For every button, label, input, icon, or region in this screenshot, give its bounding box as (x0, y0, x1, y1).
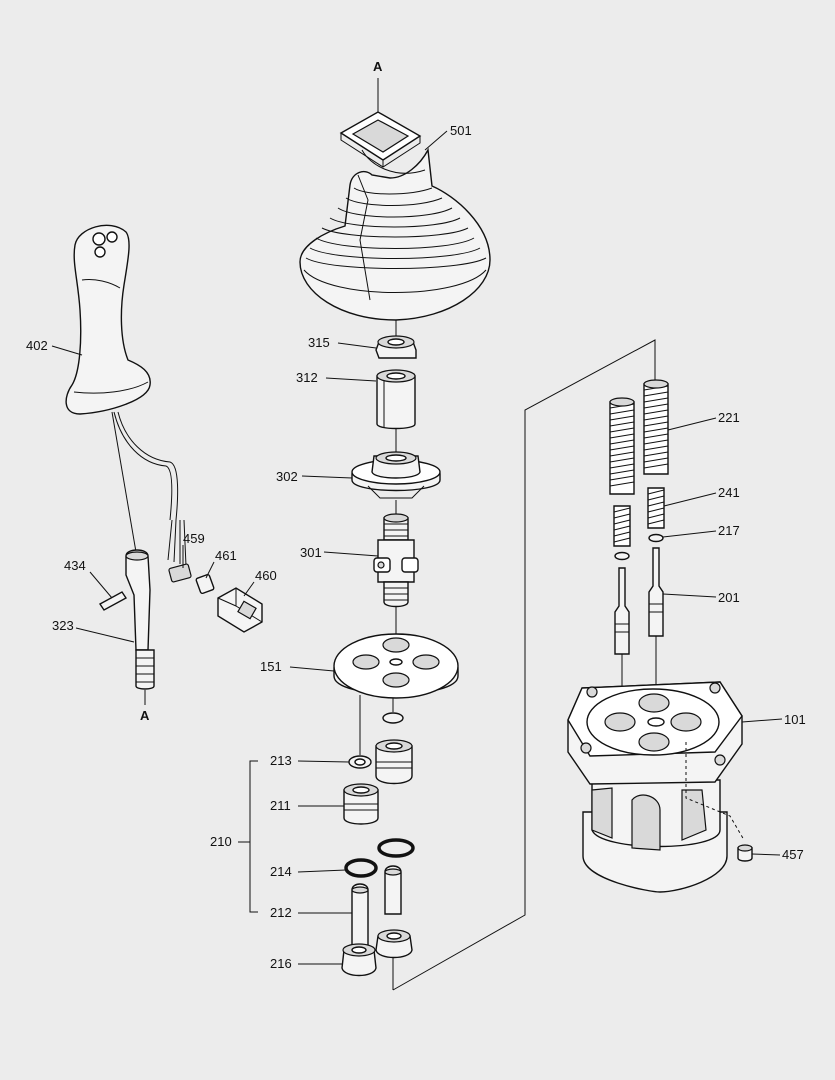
leader-501 (424, 130, 448, 151)
label-501: 501 (450, 123, 472, 138)
leader-302 (301, 475, 353, 479)
sleeve-312 (376, 369, 416, 430)
nut-216 (341, 943, 377, 977)
spool-201-left (614, 567, 630, 655)
label-213: 213 (270, 753, 292, 768)
washer-213 (348, 755, 372, 769)
push-rod-right (384, 865, 402, 915)
universal-joint-301 (373, 513, 419, 608)
spring-221-short (609, 397, 635, 495)
label-402: 402 (26, 338, 48, 353)
label-212: 212 (270, 905, 292, 920)
connector-seal-461 (195, 573, 215, 595)
leader-323 (75, 627, 135, 643)
o-ring-214 (344, 858, 378, 878)
leader-221 (667, 417, 717, 431)
plug-211 (343, 783, 379, 825)
spring-241-right (647, 487, 665, 529)
nut-315 (375, 335, 417, 359)
harness-wire (113, 411, 173, 521)
hidden-line (685, 742, 745, 841)
label-434: 434 (64, 558, 86, 573)
leader-460 (243, 581, 255, 597)
leader-101 (741, 718, 783, 723)
label-459: 459 (183, 531, 205, 546)
label-315: 315 (308, 335, 330, 350)
leader-461 (205, 561, 215, 579)
leader-201 (662, 593, 717, 598)
leader-241 (663, 492, 717, 507)
spool-201-right (648, 547, 664, 637)
spring-241-left (613, 505, 631, 547)
pin-434 (98, 591, 128, 611)
label-241: 241 (718, 485, 740, 500)
guide-line (392, 339, 656, 991)
label-217: 217 (718, 523, 740, 538)
label-151: 151 (260, 659, 282, 674)
nut-right (375, 929, 413, 959)
label-221: 221 (718, 410, 740, 425)
label-323: 323 (52, 618, 74, 633)
spring-221-long (643, 379, 669, 475)
label-211: 211 (270, 798, 291, 813)
label-301: 301 (300, 545, 322, 560)
label-216: 216 (270, 956, 292, 971)
washer-217-right (648, 533, 664, 543)
leader-457 (751, 853, 781, 856)
label-460: 460 (255, 568, 277, 583)
leader-214 (297, 869, 347, 873)
plug-457 (737, 844, 753, 862)
washer-upper (382, 712, 404, 724)
connector-460 (217, 587, 263, 633)
group-bracket-210 (238, 760, 258, 913)
leader-217 (662, 530, 717, 538)
label-312: 312 (296, 370, 318, 385)
plate-151 (333, 633, 459, 699)
o-ring-right (377, 838, 415, 858)
section-mark-bottom: A (140, 708, 150, 723)
rubber-boot-501 (299, 111, 491, 321)
label-457: 457 (782, 847, 804, 862)
leader-213 (297, 760, 350, 763)
valve-body-101 (567, 681, 743, 893)
plate-302 (351, 451, 441, 499)
leader-301 (323, 551, 379, 557)
label-210: 210 (210, 834, 232, 849)
wire-leads-459 (167, 519, 192, 583)
label-201: 201 (718, 590, 740, 605)
axis-line (111, 411, 137, 553)
plug-upper (375, 739, 413, 785)
grip-handle-402 (65, 224, 151, 415)
push-rod-212 (351, 883, 369, 951)
harness-wire (117, 411, 179, 521)
label-461: 461 (215, 548, 237, 563)
washer-217-left (614, 551, 630, 561)
lever-323 (125, 549, 155, 690)
section-mark-top: A (373, 59, 383, 74)
leader-315 (337, 342, 377, 349)
label-302: 302 (276, 469, 298, 484)
leader-151 (289, 666, 335, 672)
leader-312 (325, 377, 377, 382)
leader-434 (89, 571, 113, 599)
leader-402 (51, 345, 83, 356)
label-214: 214 (270, 864, 292, 879)
label-101: 101 (784, 712, 806, 727)
